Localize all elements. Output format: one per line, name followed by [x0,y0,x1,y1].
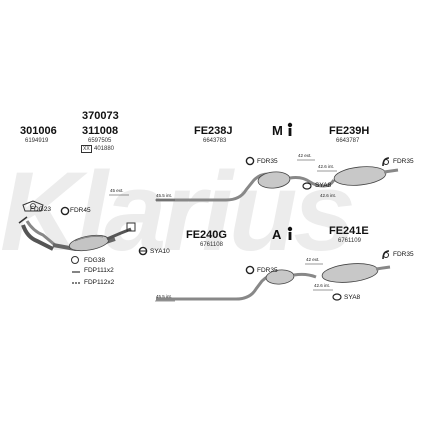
dim-45-arrow [109,194,129,196]
label-sya8-top: SYA8 [315,182,332,189]
part-code-fe241e: FE241E [329,225,369,237]
top-row-exhaust-drawing [156,166,399,202]
part-code-311008: 311008 [82,125,119,137]
label-fdr45: FDR45 [70,207,91,214]
spring-fdp112-icon [72,282,80,284]
xx-box: XX [81,145,92,153]
manual-icon [287,122,293,136]
label-fdr35-top-left: FDR35 [257,158,278,165]
dim-bottom-455-arrow [155,300,175,302]
part-sub-6761108: 6761108 [200,242,223,248]
part-code-fe238j: FE238J [194,125,233,137]
label-fdg23: FDG23 [30,206,51,213]
clamp-sya8-top-icon [302,182,312,190]
label-sya8-bottom: SYA8 [344,294,361,301]
part-code-fe239h: FE239H [329,125,370,137]
svg-text:Klarius: Klarius [0,150,352,270]
rubber-mount-fdr35-bottom-right-icon [382,250,390,260]
gasket-fdg38-icon [71,256,79,264]
label-fdg38: FDG38 [84,257,105,264]
part-code-370073: 370073 [82,110,119,122]
label-sya10: SYA10 [150,248,170,255]
dim-bottom-42: 42 ext. [306,257,320,262]
rubber-mount-fdr35-top-left-icon [245,156,255,166]
watermark-logo: Klarius [0,150,356,270]
label-fdp112: FDP112x2 [84,279,115,286]
dim-bottom-426-arrow [313,289,333,291]
dim-top-42: 42 ext. [298,153,312,158]
part-sub-6643787: 6643787 [336,138,360,144]
rubber-mount-fdr45-icon [60,206,70,216]
bolt-fdp111-icon [72,271,80,273]
clamp-sya8-bottom-icon [332,293,342,301]
front-pipe-catalyst-drawing [18,200,136,252]
label-fdp111: FDP111x2 [84,267,114,274]
part-sub-6761109: 6761109 [338,238,361,244]
part-sub-401880: 401880 [94,146,115,152]
gasket-fdg23-icon [22,200,44,212]
part-code-fe240g: FE240G [186,229,227,241]
dim-bottom-426: 42.6 int. [314,283,331,288]
dim-top-426b: 42.6 int. [320,193,337,198]
bottom-row-exhaust-drawing [156,263,391,301]
rubber-mount-fdr35-top-right-icon [382,157,390,167]
automatic-icon [287,226,293,240]
part-code-301006: 301006 [20,125,57,137]
dim-top-455: 45.5 int. [156,193,173,198]
part-sub-6194919: 6194919 [25,138,49,144]
rubber-mount-fdr35-bottom-left-icon [245,265,255,275]
automatic-mark: A [272,227,282,242]
dim-top-426a-arrow [317,170,337,172]
clamp-sya10-icon [138,246,148,256]
dim-45-ext: 45 ext. [110,188,124,193]
dim-top-426a: 42.6 int. [318,164,335,169]
manual-mark: M [272,123,283,138]
label-fdr35-top-right: FDR35 [393,158,414,165]
dim-bottom-455: 45.5 int. [156,294,173,299]
label-fdr35-bottom-left: FDR35 [257,267,278,274]
label-fdr35-bottom-right: FDR35 [393,251,414,258]
part-sub-6643783: 6643783 [203,138,227,144]
part-sub-6597505: 6597505 [88,138,112,144]
dim-bottom-42-arrow [305,263,323,265]
dim-top-455-arrow [155,199,175,201]
dim-top-42-arrow [297,159,315,161]
